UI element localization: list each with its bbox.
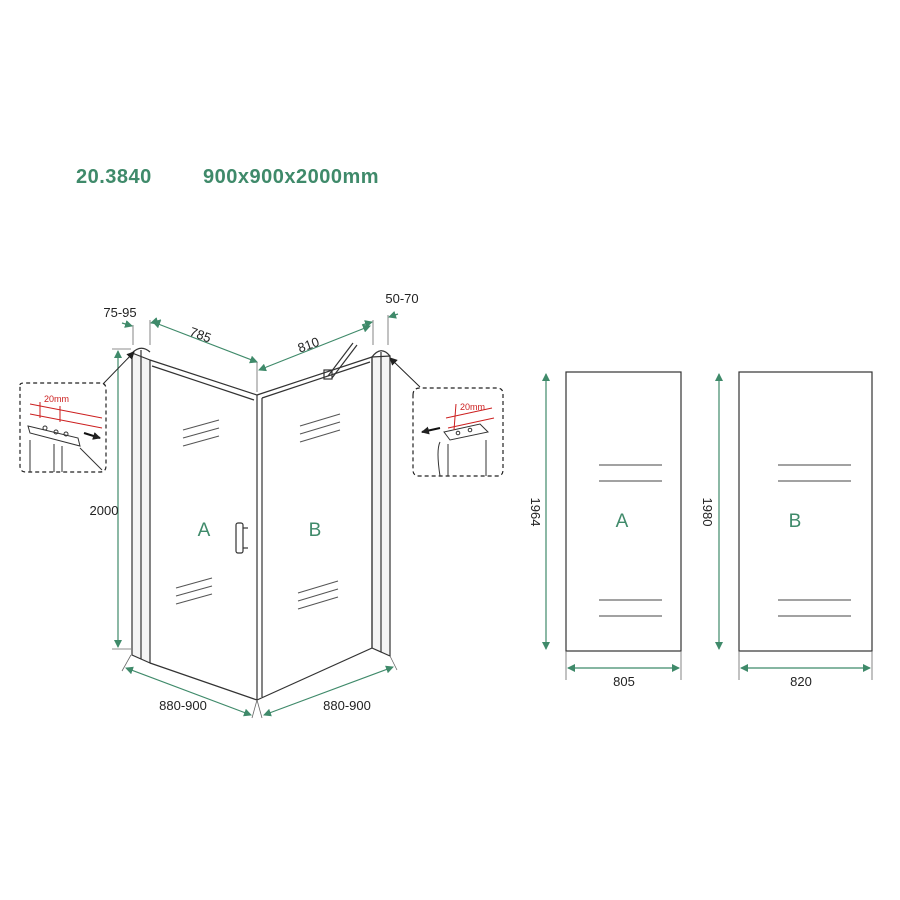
dim-top-right: 810 (296, 334, 322, 356)
dim-top-left: 785 (188, 324, 214, 346)
door-handle (235, 522, 248, 554)
panel-a-label: A (198, 520, 211, 541)
panel-b-width: 820 (790, 674, 812, 689)
left-wall-profile (131, 347, 151, 664)
stabilizer-bar (323, 342, 358, 380)
panel-b-elevation (715, 371, 873, 680)
panel-a-width: 805 (613, 674, 635, 689)
left-detail-mm: 20mm (44, 394, 69, 404)
right-detail-mm: 20mm (460, 402, 485, 412)
left-detail-callout: 20mm (19, 351, 135, 473)
panel-a-elevation-label: A (616, 511, 629, 532)
frosted-stripes-a (175, 419, 220, 605)
dim-bottom-left: 880-900 (159, 698, 207, 713)
panel-a-elevation (542, 371, 682, 680)
dim-left-adjust: 75-95 (103, 305, 136, 320)
panel-a-height: 1964 (528, 498, 543, 527)
enclosure-view (131, 342, 391, 701)
panel-b-height: 1980 (700, 498, 715, 527)
right-wall-profile (371, 350, 391, 657)
enclosure-dimension-lines (112, 310, 399, 719)
dim-right-adjust: 50-70 (385, 291, 418, 306)
model-size: 900x900x2000mm (203, 166, 380, 188)
panel-b-elevation-label: B (789, 511, 802, 532)
dim-bottom-right: 880-900 (323, 698, 371, 713)
dim-height: 2000 (90, 503, 119, 518)
model-code: 20.3840 (76, 166, 152, 188)
right-detail-callout: 20mm (389, 357, 504, 477)
frosted-stripes-b (297, 413, 341, 610)
panel-b-label: B (309, 520, 322, 541)
